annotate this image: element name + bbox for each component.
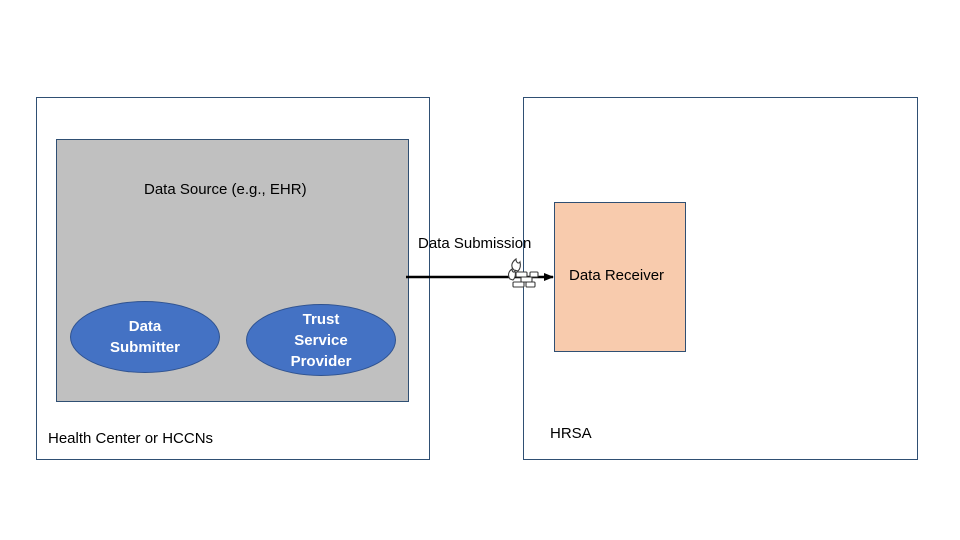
data-source-label: Data Source (e.g., EHR) xyxy=(144,181,307,198)
data-submitter-line1: Data xyxy=(128,318,162,335)
firewall-icon xyxy=(507,257,539,288)
health-center-label: Health Center or HCCNs xyxy=(48,430,214,447)
trust-provider-line3: Provider xyxy=(290,352,352,370)
trust-provider-line2: Service xyxy=(294,331,348,349)
trust-provider-line1: Trust xyxy=(302,310,340,328)
trust-service-provider-node: Trust Service Provider xyxy=(246,304,396,376)
data-submitter-line2: Submitter xyxy=(109,339,180,356)
data-submitter-node: Data Submitter xyxy=(70,301,220,373)
hrsa-label: HRSA xyxy=(550,425,592,442)
data-submission-label: Data Submission xyxy=(418,235,532,252)
data-receiver-box xyxy=(554,202,686,352)
data-receiver-label: Data Receiver xyxy=(569,267,665,284)
